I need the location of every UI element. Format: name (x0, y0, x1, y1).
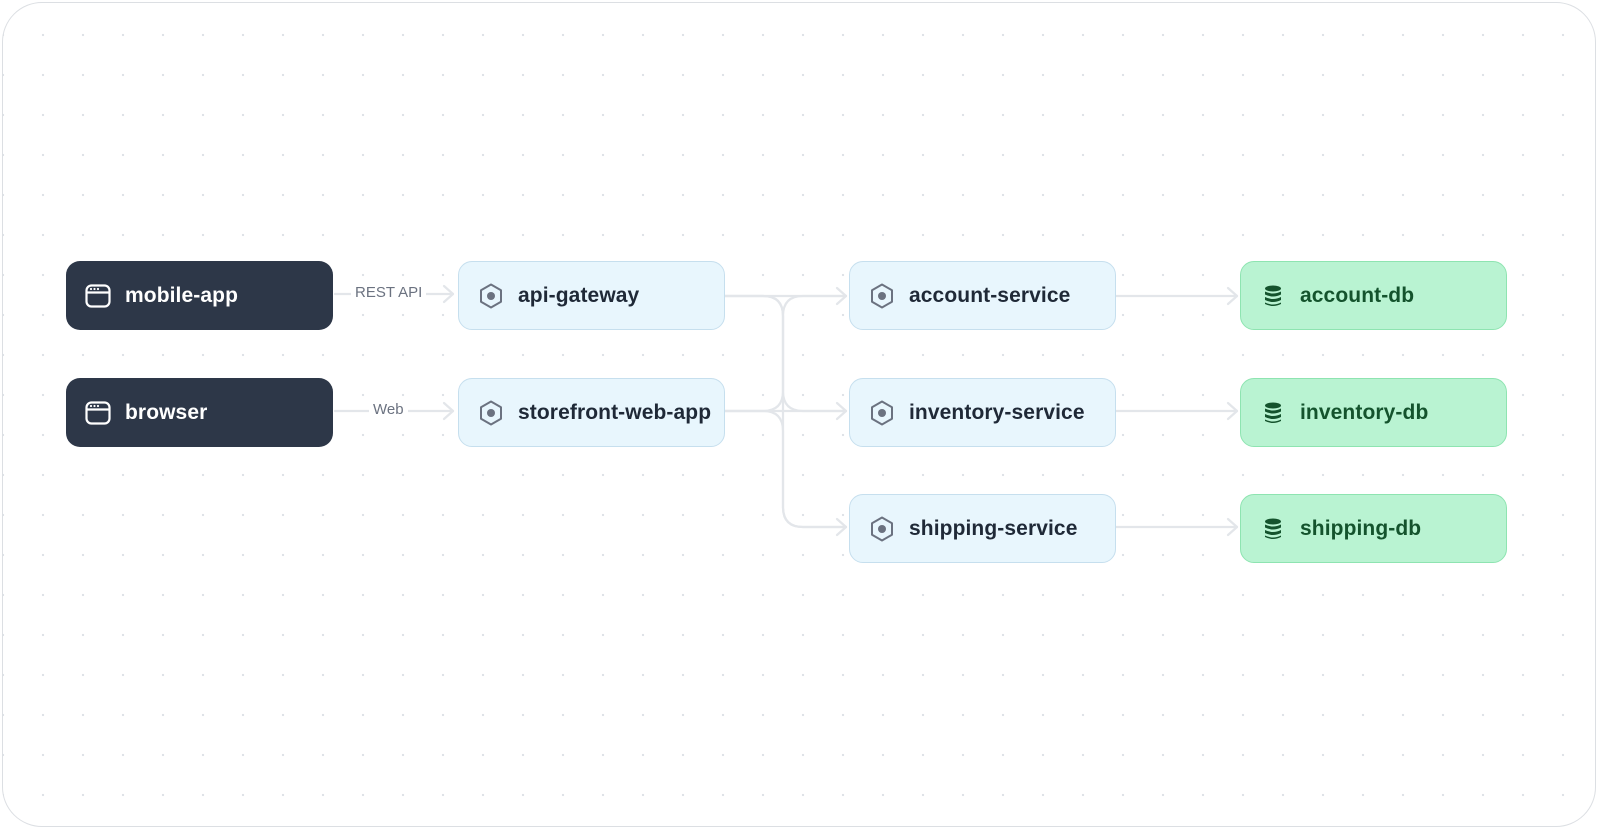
node-api-gateway[interactable]: api-gateway (458, 261, 725, 330)
node-shipping-db[interactable]: shipping-db (1240, 494, 1507, 563)
edge-storefront-to-shipping-service (723, 409, 848, 529)
arrowhead-account-service (835, 286, 848, 306)
node-label: storefront-web-app (518, 400, 712, 424)
node-label: shipping-db (1300, 516, 1422, 540)
node-label: inventory-service (909, 400, 1085, 424)
edge-layer (333, 284, 1239, 537)
node-inventory-service[interactable]: inventory-service (849, 378, 1116, 447)
arrowhead-shipping-db (1226, 517, 1239, 537)
arrowhead-storefront (442, 401, 455, 421)
node-account-service[interactable]: account-service (849, 261, 1116, 330)
node-inventory-db[interactable]: inventory-db (1240, 378, 1507, 447)
edge-label-web: Web (369, 401, 408, 418)
node-shipping-service[interactable]: shipping-service (849, 494, 1116, 563)
node-label: inventory-db (1300, 400, 1429, 424)
edge-api-gateway-to-inventory-service (723, 294, 848, 413)
node-storefront-web-app[interactable]: storefront-web-app (458, 378, 725, 447)
database-icon (1259, 282, 1287, 310)
hexagon-service-icon (868, 399, 896, 427)
node-account-db[interactable]: account-db (1240, 261, 1507, 330)
arrowhead-inventory-service (835, 401, 848, 421)
node-label: browser (125, 400, 208, 424)
node-label: mobile-app (125, 283, 239, 307)
node-browser[interactable]: browser (66, 378, 333, 447)
edge-label-rest-api: REST API (351, 284, 427, 301)
node-label: shipping-service (909, 516, 1078, 540)
arrowhead-inventory-db (1226, 401, 1239, 421)
node-label: account-service (909, 283, 1071, 307)
hexagon-service-icon (868, 282, 896, 310)
node-mobile-app[interactable]: mobile-app (66, 261, 333, 330)
node-label: account-db (1300, 283, 1415, 307)
arrowhead-shipping-service (835, 517, 848, 537)
node-label: api-gateway (518, 283, 640, 307)
browser-window-icon (84, 399, 112, 427)
hexagon-service-icon (477, 399, 505, 427)
database-icon (1259, 515, 1287, 543)
arrowhead-api-gateway (442, 284, 455, 304)
database-icon (1259, 399, 1287, 427)
hexagon-service-icon (868, 515, 896, 543)
arrowhead-account-db (1226, 286, 1239, 306)
browser-window-icon (84, 282, 112, 310)
hexagon-service-icon (477, 282, 505, 310)
edge-storefront-to-account-service (723, 294, 848, 413)
